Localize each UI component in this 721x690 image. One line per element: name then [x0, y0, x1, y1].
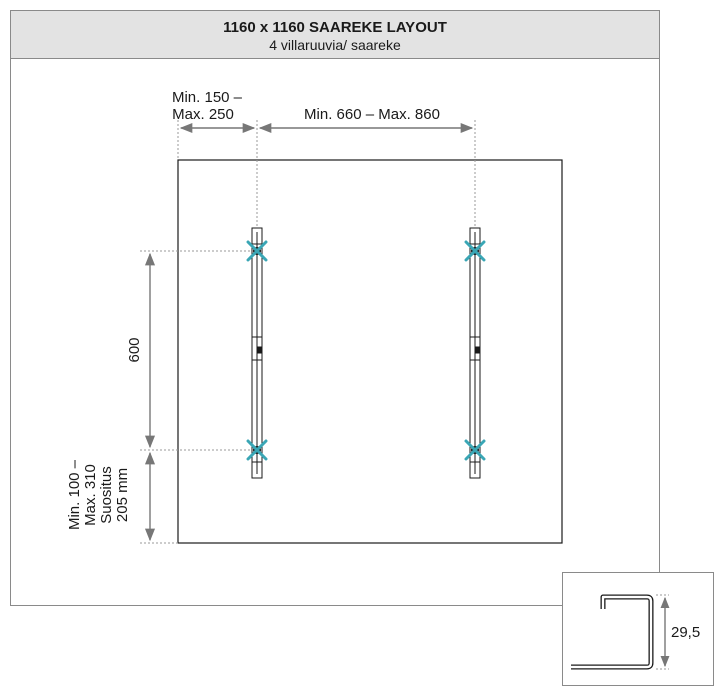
profile-detail-box: 29,5 — [562, 572, 714, 686]
profile-detail-drawing: 29,5 — [571, 594, 700, 670]
bottom-offset-label-1: Min. 100 – — [66, 459, 83, 530]
layout-header: 1160 x 1160 SAAREKE LAYOUT 4 villaruuvia… — [11, 11, 659, 59]
dimension-arrows — [144, 122, 474, 542]
bottom-offset-label-2: Max. 310 — [82, 464, 99, 526]
bottom-offset-label-4: 205 mm — [114, 468, 131, 522]
profile-shape — [571, 594, 654, 670]
screw-marker-top-right — [464, 240, 486, 262]
bottom-offset-label-3: Suositus — [98, 466, 115, 524]
screw-marker-bottom-left — [246, 439, 268, 461]
screw-marker-top-left — [246, 240, 268, 262]
rail-spacing-label: Min. 660 – Max. 860 — [304, 106, 440, 123]
layout-subtitle: 4 villaruuvia/ saareke — [269, 37, 401, 53]
screw-marker-bottom-right — [464, 439, 486, 461]
edge-offset-label-2: Max. 250 — [172, 106, 234, 123]
rail-left — [251, 227, 263, 479]
edge-offset-label-1: Min. 150 – — [172, 89, 243, 106]
screw-spacing-label: 600 — [126, 337, 143, 362]
rail-right — [469, 227, 481, 479]
profile-height-label: 29,5 — [671, 624, 700, 641]
layout-title: 1160 x 1160 SAAREKE LAYOUT — [223, 19, 447, 36]
panel-square — [177, 159, 563, 544]
bottom-offset-label: Min. 100 – Max. 310 Suositus 205 mm — [66, 459, 131, 530]
